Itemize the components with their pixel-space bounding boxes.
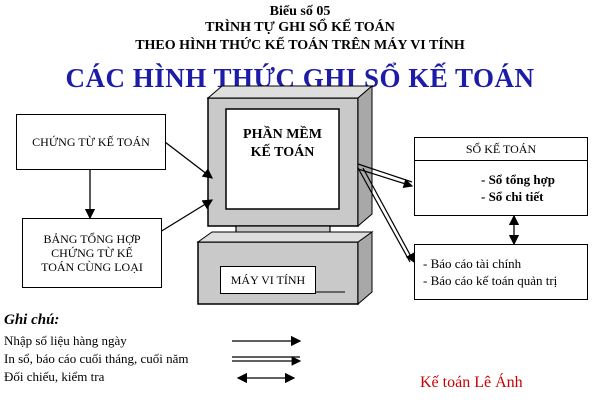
computer-label: MÁY VI TÍNH [230,273,306,287]
legend-monthly-print: In sổ, báo cáo cuối tháng, cuối năm [4,351,189,366]
legend-daily-input: Nhập số liệu hàng ngày [4,333,127,348]
legend-title: Ghi chú: [4,312,60,328]
voucher-summary-box: BẢNG TỔNG HỢP CHỨNG TỪ KẾ TOÁN CÙNG LOẠI [22,218,162,288]
legend-arrow-monthly [232,356,302,366]
detail-ledger-item: - Sổ chi tiết [481,189,544,204]
ledger-box: SỔ KẾ TOÁN - Sổ tổng hợp - Sổ chi tiết [414,137,588,216]
accounting-software-label: PHẦN MỀM KẾ TOÁN [226,126,339,162]
legend-check: Đối chiếu, kiểm tra [4,369,105,384]
header-line-1: TRÌNH TỰ GHI SỔ KẾ TOÁN [205,20,395,35]
financial-report-item: - Báo cáo tài chính [423,256,522,271]
form-number: Biểu số 05 [269,4,331,19]
management-report-item: - Báo cáo kế toán quản trị [423,273,558,288]
voucher-summary-line-2: CHỨNG TỪ KẾ [51,246,133,260]
reports-box: - Báo cáo tài chính - Báo cáo kế toán qu… [414,244,588,300]
voucher-summary-line-1: BẢNG TỔNG HỢP [43,232,141,246]
ledger-title: SỔ KẾ TOÁN [415,138,587,161]
accounting-vouchers-box: CHỨNG TỪ KẾ TOÁN [16,114,166,170]
accounting-software-line-2: KẾ TOÁN [250,145,315,160]
computer-monitor-icon [206,84,374,243]
accounting-vouchers-label: CHỨNG TỪ KẾ TOÁN [32,135,150,149]
general-ledger-item: - Sổ tổng hợp [481,172,556,187]
signature-text: Kế toán Lê Ánh [420,374,523,391]
accounting-software-line-1: PHẦN MỀM [243,127,322,142]
computer-box: MÁY VI TÍNH [220,266,316,294]
header-line-2: THEO HÌNH THỨC KẾ TOÁN TRÊN MÁY VI TÍNH [135,38,465,53]
voucher-summary-line-3: TOÁN CÙNG LOẠI [41,260,143,274]
